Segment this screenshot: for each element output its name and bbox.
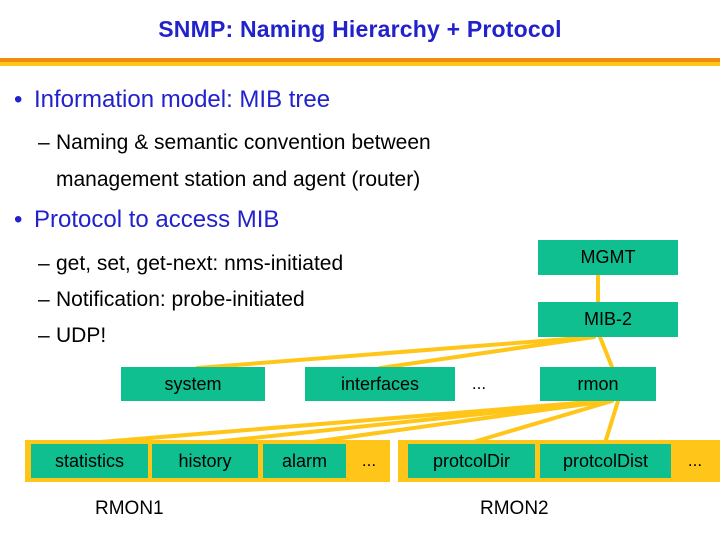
tree-ellipsis-rmon2-more: ... [687,451,703,470]
connector-mib2-system [195,335,594,370]
tree-node-protcoldir[interactable]: protcolDir [408,444,535,478]
tree-node-mgmt[interactable]: MGMT [538,240,678,275]
node-label: rmon [577,373,619,394]
bullet-text: Naming & semantic convention between [56,131,431,154]
subbullet-udp: –UDP! [38,324,106,348]
connector-rmon-statistics [86,399,604,445]
bullet-text: UDP! [56,324,107,347]
connector-mib2-rmon [598,335,614,369]
group-label-rmon2: RMON2 [480,498,549,519]
title-divider [0,58,720,66]
bullet-text: Protocol to access MIB [34,206,280,233]
tree-ellipsis-rmon1-more: ... [361,451,377,470]
bullet-text: get, set, get-next: nms-initiated [56,252,344,275]
bullet-marker-dot: • [14,206,23,233]
tree-node-rmon[interactable]: rmon [540,367,656,401]
bullet-text: Information model: MIB tree [34,86,331,113]
bullet-marker-dot: • [14,86,23,113]
connector-rmon-protcoldist [603,399,620,445]
tree-node-mib2[interactable]: MIB-2 [538,302,678,337]
connector-rmon-alarm [303,399,610,445]
node-label: MGMT [580,247,636,267]
page-title: SNMP: Naming Hierarchy + Protocol [158,16,562,42]
connector-mib2-interfaces [378,335,596,370]
bullet-protocol-access: • Protocol to access MIB [14,206,279,234]
bullet-marker-dash: – [38,288,50,311]
connector-rmon-protcoldir [468,399,614,445]
connector-rmon-history [203,399,607,445]
node-label: protcolDir [432,450,511,471]
bullet-text: Notification: probe-initiated [56,288,305,311]
bullet-text: management station and agent (router) [56,168,421,191]
subbullet-naming-convention-line1: –Naming & semantic convention between [38,131,431,155]
tree-node-history[interactable]: history [152,444,258,478]
node-label: protcolDist [562,450,649,471]
tree-node-statistics[interactable]: statistics [31,444,148,478]
bullet-marker-dash: – [38,131,50,154]
node-label: statistics [54,450,124,471]
tree-node-system[interactable]: system [121,367,265,401]
subbullet-notification: –Notification: probe-initiated [38,288,305,312]
bullet-information-model: • Information model: MIB tree [14,86,330,114]
node-label: history [178,450,232,471]
bullet-marker-dash: – [38,324,50,347]
node-label: alarm [281,450,327,471]
tree-ellipsis-mib2-more: ... [471,374,487,393]
divider-bottom-band [0,62,720,66]
subbullet-get-set-getnext: –get, set, get-next: nms-initiated [38,252,343,276]
node-label: interfaces [340,373,420,394]
node-label: MIB-2 [583,309,632,329]
tree-node-protcoldist[interactable]: protcolDist [540,444,671,478]
tree-node-interfaces[interactable]: interfaces [305,367,455,401]
subbullet-naming-convention-line2: management station and agent (router) [56,168,420,192]
bullet-marker-dash: – [38,252,50,275]
node-label: system [164,373,222,394]
divider-top-band [0,58,720,62]
group-label-rmon1: RMON1 [95,498,164,519]
tree-node-alarm[interactable]: alarm [263,444,346,478]
